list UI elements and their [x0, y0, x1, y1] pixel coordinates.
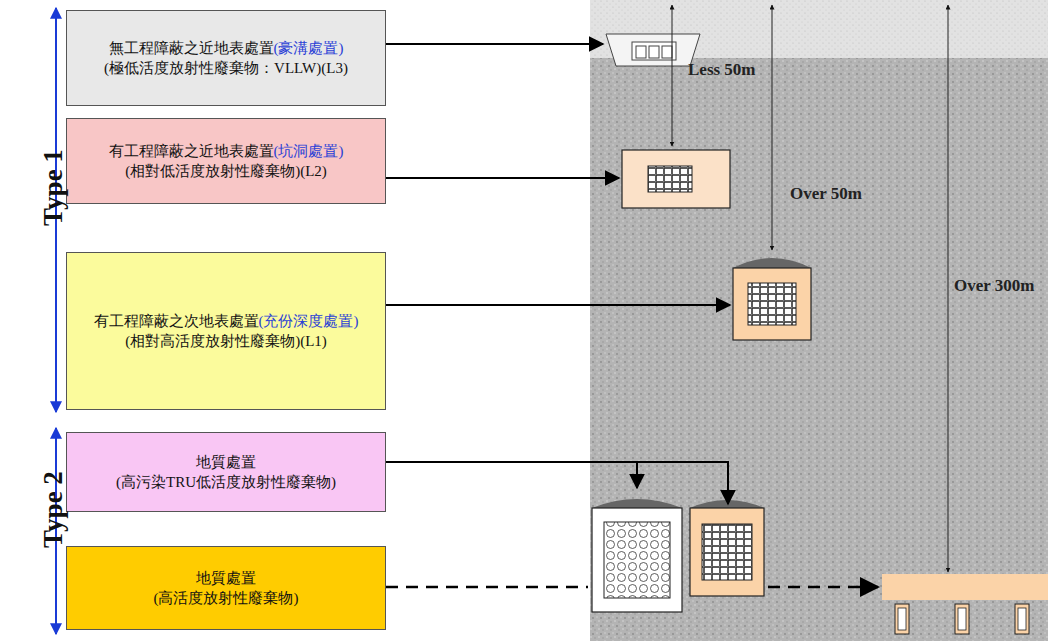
waste-class: (相對高活度放射性廢棄物)(L1) — [125, 331, 327, 351]
disposal-box: 有工程障蔽之次地表處置(充份深度處置)(相對高活度放射性廢棄物)(L1) — [66, 252, 386, 410]
waste-class: (極低活度放射性廢棄物：VLLW)(L3) — [104, 58, 348, 78]
depth-label: Over 300m — [954, 276, 1034, 296]
waste-class: (相對低活度放射性廢棄物)(L2) — [125, 161, 327, 181]
text-line: 無工程障蔽之近地表處置(豪溝處置) — [109, 38, 344, 58]
depth-label: Over 50m — [790, 184, 862, 204]
type-label: Type 1 — [37, 149, 68, 226]
method-name: 無工程障蔽之近地表處置 — [109, 40, 274, 56]
type-label: Type 2 — [37, 471, 68, 548]
method-type: (豪溝處置) — [274, 40, 344, 56]
waste-class: (高污染TRU低活度放射性廢棄物) — [116, 472, 336, 492]
text-line: 有工程障蔽之近地表處置(坑洞處置) — [109, 141, 344, 161]
disposal-box: 有工程障蔽之近地表處置(坑洞處置)(相對低活度放射性廢棄物)(L2) — [66, 118, 386, 204]
waste-class: (高活度放射性廢棄物) — [154, 588, 299, 608]
method-type: (充份深度處置) — [259, 313, 359, 329]
disposal-box: 無工程障蔽之近地表處置(豪溝處置)(極低活度放射性廢棄物：VLLW)(L3) — [66, 10, 386, 106]
method-name: 地質處置 — [196, 568, 256, 588]
disposal-box: 地質處置(高污染TRU低活度放射性廢棄物) — [66, 432, 386, 512]
depth-label: Less 50m — [688, 60, 756, 80]
method-name: 有工程障蔽之近地表處置 — [109, 143, 274, 159]
disposal-box: 地質處置(高活度放射性廢棄物) — [66, 546, 386, 630]
text-line: 有工程障蔽之次地表處置(充份深度處置) — [94, 311, 359, 331]
method-name: 有工程障蔽之次地表處置 — [94, 313, 259, 329]
method-name: 地質處置 — [196, 452, 256, 472]
method-type: (坑洞處置) — [274, 143, 344, 159]
